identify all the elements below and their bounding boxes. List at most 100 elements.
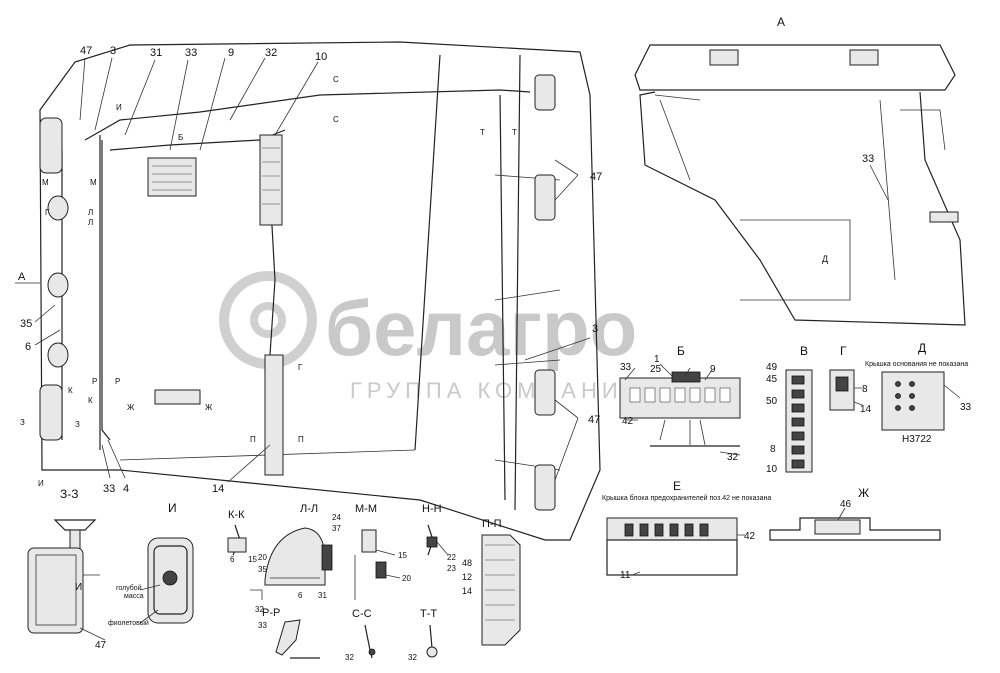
view-b-callout-25: 25	[650, 364, 662, 375]
mark-z2: З	[75, 420, 80, 429]
section-mm: М-М 15 20	[354, 503, 411, 600]
section-pp-label: П-П	[482, 518, 502, 530]
view-b-callout-32: 32	[727, 452, 739, 463]
mark-r2: Р	[115, 377, 120, 386]
section-nn-callout-22: 22	[447, 553, 456, 562]
view-v: В 49 45 50 8 10	[766, 344, 813, 475]
view-d: Д Крышка основания не показана 33 Н3722	[865, 341, 972, 445]
section-tt: Т-Т 32	[408, 608, 438, 662]
section-marks: С С Т Т И И М М Г Г Л Л Р Р К К З З Ж Ж …	[20, 75, 517, 488]
section-mm-label: М-М	[355, 503, 377, 515]
section-nn-label: Н-Н	[422, 503, 442, 515]
mark-k1: К	[68, 386, 73, 395]
callout-47-right-bottom: 47	[588, 414, 600, 426]
section-ll: Л-Л 24 37 20 35 6 31	[250, 503, 341, 600]
callout-33-bottom: 33	[103, 483, 115, 495]
mark-p1: П	[250, 435, 256, 444]
view-b: Б 1 25 9 33 42 32	[619, 344, 741, 463]
view-e-callout-42: 42	[744, 531, 756, 542]
view-e-callout-11: 11	[620, 570, 631, 581]
mark-l2: Л	[88, 218, 93, 227]
section-tt-callout-32: 32	[408, 653, 417, 662]
section-ll-callout-20: 20	[258, 553, 267, 562]
callout-3-right: 3	[592, 323, 598, 335]
mark-p2: П	[298, 435, 304, 444]
section-zz: З-З И 47	[27, 487, 107, 651]
mark-t2: Т	[512, 128, 517, 137]
mark-s1: С	[333, 75, 339, 84]
section-rr-label: Р-Р	[262, 607, 280, 619]
view-i: И голубой масса фиолетовый	[108, 501, 194, 627]
view-b-callout-1: 1	[654, 354, 660, 365]
view-b-callout-42: 42	[622, 416, 634, 427]
callout-10: 10	[315, 51, 327, 63]
watermark: белагро ГРУППА КОМПАНИЙ	[219, 271, 639, 403]
section-zz-callout-47: 47	[95, 640, 107, 651]
mark-r1: Р	[92, 377, 97, 386]
view-e-note: Крышка блока предохранителей поз.42 не п…	[602, 494, 771, 502]
view-d-callout-33: 33	[960, 402, 972, 413]
callout-3: 3	[110, 45, 116, 57]
mark-s2: С	[333, 115, 339, 124]
view-d-note: Крышка основания не показана	[865, 361, 968, 368]
section-pp-callout-48: 48	[462, 558, 472, 568]
section-rr-callout-33: 33	[258, 621, 267, 630]
view-e: Е Крышка блока предохранителей поз.42 не…	[602, 479, 771, 581]
view-g: Г 8 14	[829, 344, 872, 415]
callout-14: 14	[212, 483, 224, 495]
mark-k2: К	[88, 396, 93, 405]
view-a-callout-d: Д	[822, 254, 828, 264]
callout-31: 31	[150, 47, 162, 59]
section-rr-callout-32: 32	[255, 605, 264, 614]
callout-35: 35	[20, 318, 32, 330]
section-pp: П-П 48 12 14	[462, 518, 521, 646]
callout-47-right-top: 47	[590, 171, 602, 183]
mark-zh2: Ж	[205, 403, 213, 412]
callout-32: 32	[265, 47, 277, 59]
view-d-part-code: Н3722	[902, 434, 932, 445]
section-zz-callout-i: И	[75, 582, 82, 593]
section-ss-callout-32: 32	[345, 653, 354, 662]
view-b-callout-9: 9	[710, 364, 716, 375]
view-i-label: И	[168, 501, 177, 515]
view-d-label: Д	[918, 341, 926, 355]
mark-i2: И	[38, 479, 44, 488]
section-ss-label: С-С	[352, 608, 372, 620]
mark-t1: Т	[480, 128, 485, 137]
view-a-callout-33: 33	[862, 153, 874, 165]
section-ll-callout-37: 37	[332, 524, 341, 533]
section-ss: С-С 32	[345, 608, 376, 662]
mark-i1: И	[116, 103, 122, 112]
callout-6: 6	[25, 341, 31, 353]
view-v-callout-49: 49	[766, 362, 778, 373]
section-pp-callout-14: 14	[462, 586, 472, 596]
view-v-label: В	[800, 344, 808, 358]
section-ll-label: Л-Л	[300, 503, 318, 515]
view-zh-callout-46: 46	[840, 499, 852, 510]
callout-4: 4	[123, 483, 129, 495]
section-ll-callout-6: 6	[298, 591, 303, 600]
section-zz-label: З-З	[60, 487, 79, 501]
view-zh: Ж 46	[769, 486, 941, 541]
view-a-label: А	[777, 15, 785, 29]
view-g-label: Г	[840, 344, 847, 358]
section-rr: Р-Р 32 33	[255, 605, 320, 659]
section-mm-callout-20: 20	[402, 574, 411, 583]
view-v-callout-8: 8	[770, 444, 776, 455]
view-v-callout-45: 45	[766, 374, 778, 385]
section-ll-callout-31: 31	[318, 591, 327, 600]
view-g-callout-8: 8	[862, 384, 868, 395]
section-ll-callout-24: 24	[332, 513, 341, 522]
view-v-callout-10: 10	[766, 464, 778, 475]
section-tt-label: Т-Т	[420, 608, 437, 620]
section-kk-label: К-К	[228, 509, 245, 521]
mark-g1: Г	[45, 208, 50, 217]
view-b-callout-33: 33	[620, 362, 632, 373]
section-kk-callout-6: 6	[230, 555, 235, 564]
mark-m2: М	[90, 178, 97, 187]
section-pp-callout-12: 12	[462, 572, 472, 582]
section-nn-callout-23: 23	[447, 564, 456, 573]
view-i-wire-ground: масса	[124, 593, 144, 600]
section-kk-callout-15: 15	[248, 555, 257, 564]
